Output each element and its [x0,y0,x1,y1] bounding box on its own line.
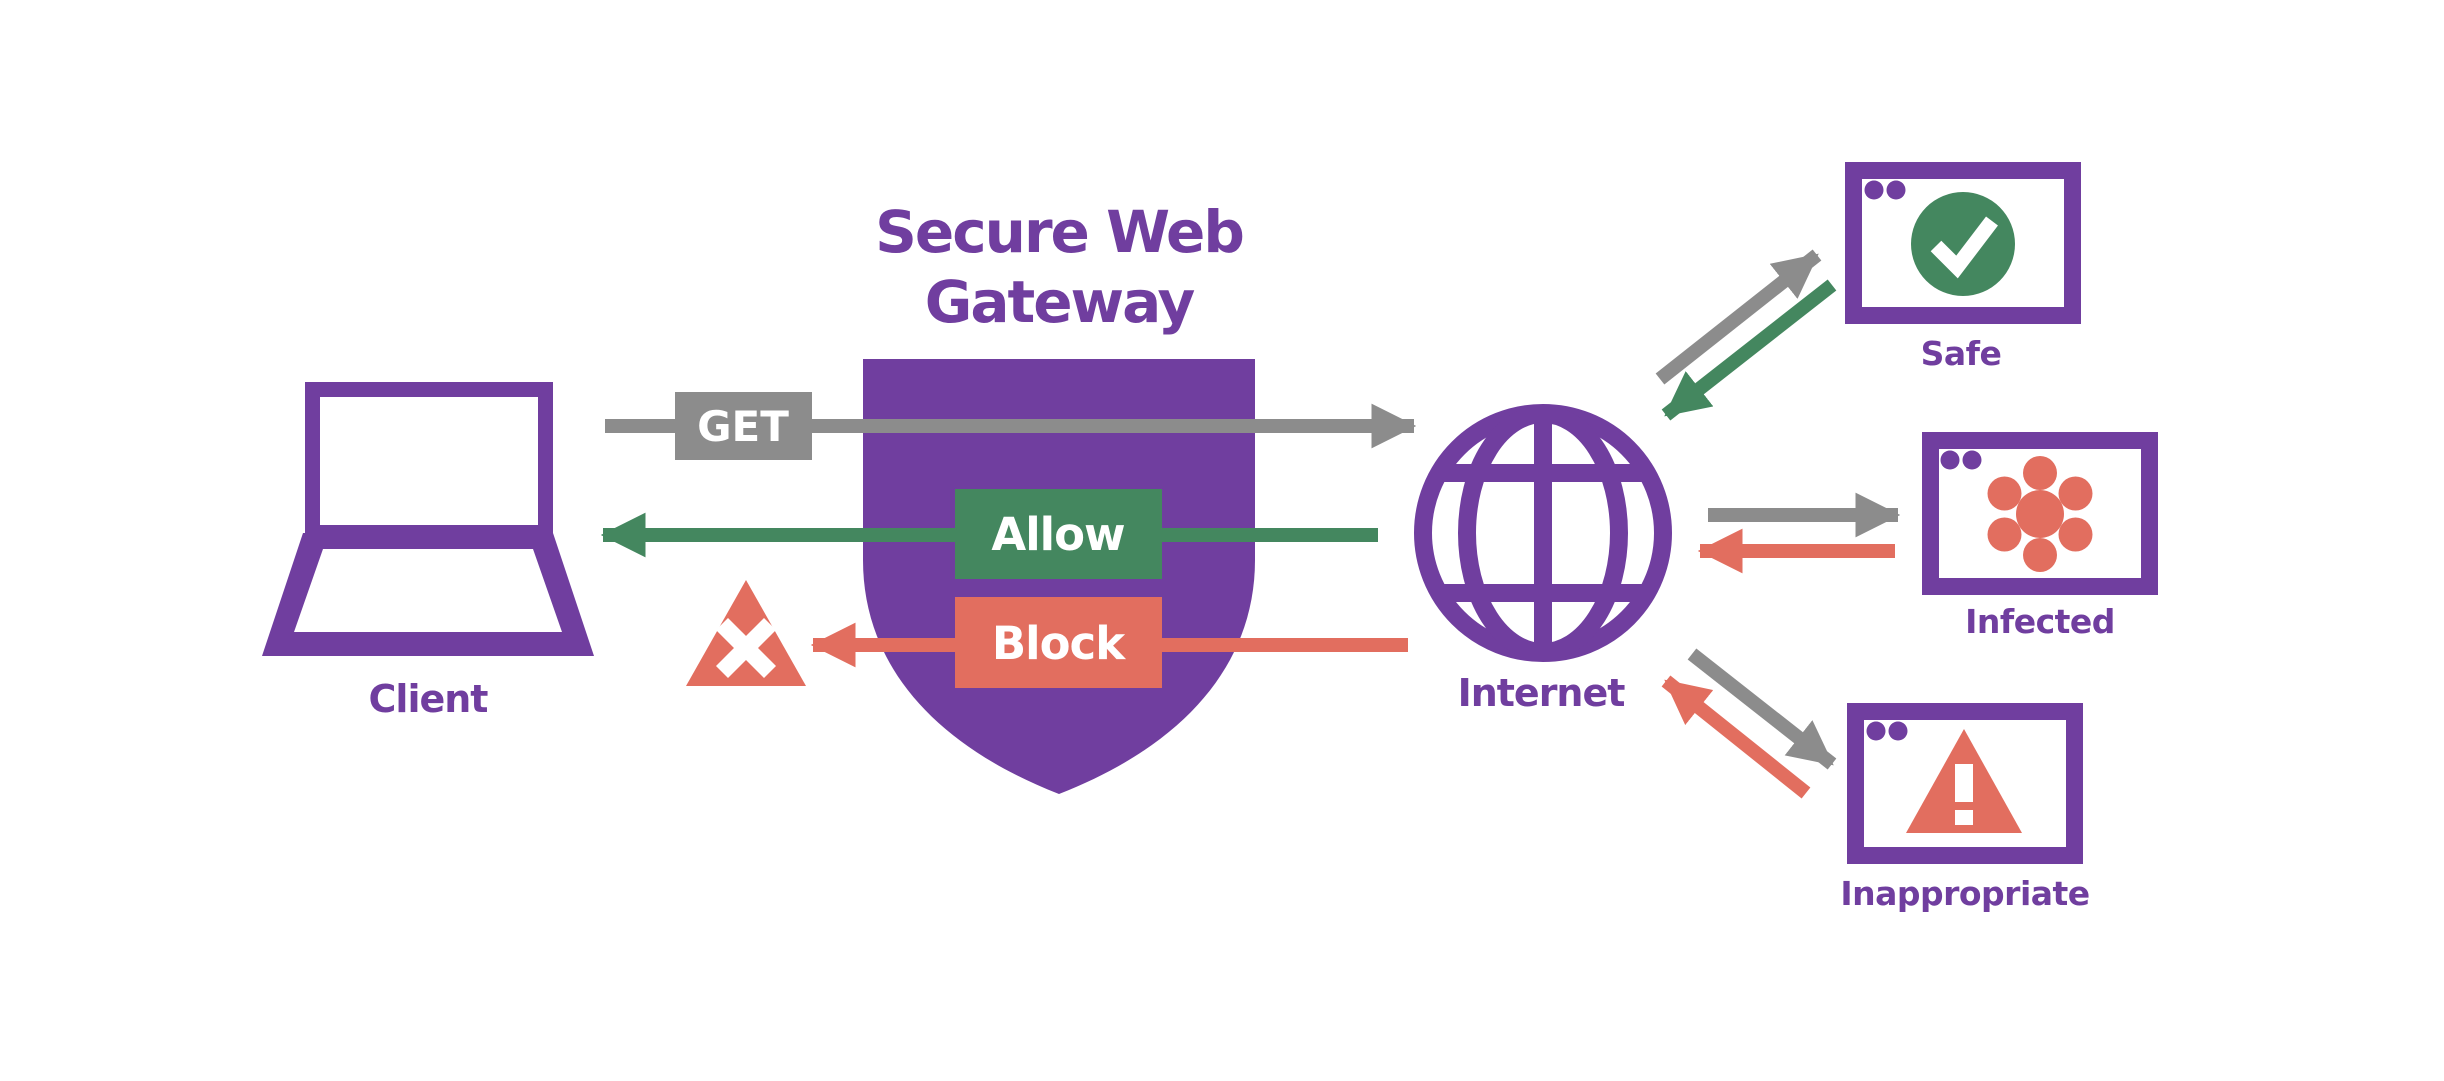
virus-lobe [2058,517,2093,552]
request-to-safe-arrow [1655,249,1822,385]
virus-lobe [2058,476,2093,511]
allow-rule: Allow [955,489,1162,579]
globe-icon [1414,404,1672,662]
get-tag-box [675,392,812,460]
browser-dot-2 [1962,450,1982,470]
blocked-x-triangle-icon [686,580,806,686]
infected-site-window [1922,432,2158,595]
blocked-triangle [686,580,806,686]
get-tag: GET [675,392,812,460]
virus-lobe [1987,476,2022,511]
block-rule-box [955,597,1162,688]
browser-dot-1 [1940,450,1960,470]
request-to-inappropriate-arrow [1687,648,1837,770]
exclamation-dot [1955,810,1973,825]
browser-dot-2 [1886,180,1906,200]
safe-site-window [1845,162,2081,324]
warning-triangle-icon [1906,729,2022,833]
gateway-title-line2: Gateway [925,268,1195,336]
response-from-inappropriate-arrow [1661,675,1811,799]
inappropriate-label: Inappropriate [1840,874,2089,913]
get-label: GET [697,402,789,451]
laptop-icon [262,382,594,656]
check-circle-icon [1911,192,2015,296]
x-stroke-2 [715,617,777,679]
gateway-title-line1: Secure Web [875,198,1243,266]
allow-rule-box [955,489,1162,579]
check-mark [1930,216,1998,279]
check-circle [1911,192,2015,296]
response-from-safe-arrow [1661,279,1837,421]
laptop-screen [320,397,538,525]
exclamation-bar [1955,764,1973,802]
block-rule: Block [955,597,1162,688]
browser-dot-1 [1866,721,1886,741]
inappropriate-site-window [1847,703,2083,864]
block-label: Block [992,617,1126,670]
laptop-keyboard [294,549,562,632]
browser-dot-2 [1888,721,1908,741]
allow-label: Allow [991,508,1125,561]
infected-label: Infected [1965,602,2115,641]
safe-label: Safe [1921,334,2002,373]
virus-lobe [1987,517,2022,552]
virus-icon [1987,456,2093,572]
internet-label: Internet [1458,671,1626,715]
virus-center [2016,490,2064,538]
client-label: Client [369,677,489,721]
virus-lobe [2023,538,2057,572]
virus-lobe [2023,456,2057,490]
browser-dot-1 [1864,180,1884,200]
